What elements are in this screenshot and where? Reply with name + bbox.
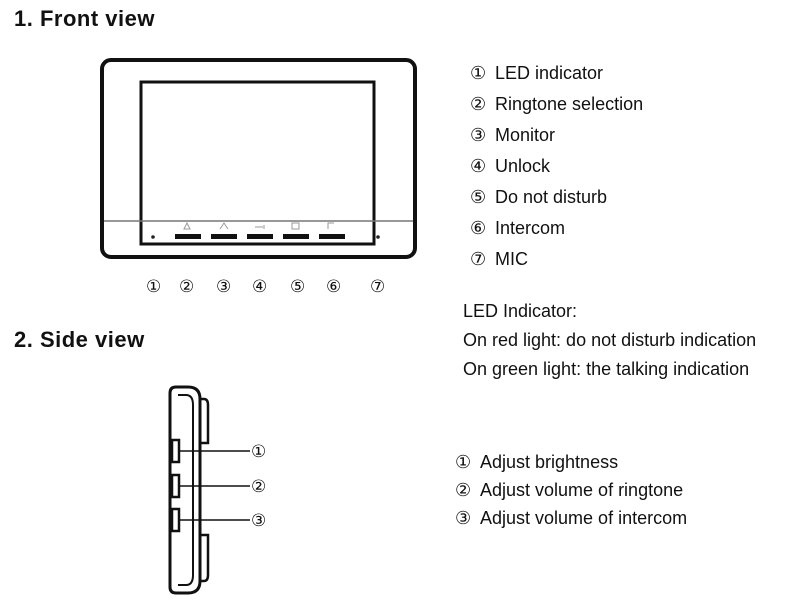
- mic-dot: [376, 235, 380, 239]
- side-view-diagram: ① ② ③: [168, 385, 266, 595]
- led-indicator-note: LED Indicator: On red light: do not dist…: [463, 299, 756, 386]
- led-note-red: On red light: do not disturb indication: [463, 330, 757, 350]
- front-callout-4: ④: [252, 277, 267, 297]
- led-note-green: On green light: the talking indication: [463, 359, 750, 379]
- side-leader-lines: [179, 450, 250, 521]
- side-callout-1: ①: [251, 442, 266, 462]
- ringtone-button: [175, 234, 201, 239]
- side-buttons: [170, 438, 181, 533]
- front-view-heading: 1. Front view: [14, 6, 155, 31]
- device-side-inner: [178, 394, 194, 586]
- front-callout-5: ⑤: [290, 277, 305, 297]
- bracket-top: [200, 397, 210, 445]
- side-callout-3: ③: [251, 511, 266, 531]
- do-not-disturb-button: [283, 234, 309, 239]
- button-icons: [183, 221, 334, 230]
- ringtone-volume-button: [170, 473, 181, 499]
- front-callouts: ① ② ③ ④ ⑤ ⑥ ⑦: [146, 277, 385, 297]
- front-callout-3: ③: [216, 277, 231, 297]
- moon-icon: [291, 222, 300, 230]
- key-icon: [255, 225, 265, 229]
- phone-icon: [327, 222, 334, 229]
- brightness-button: [170, 438, 181, 464]
- intercom-volume-button: [170, 507, 181, 533]
- bracket-bottom: [200, 533, 210, 583]
- bell-icon: [183, 221, 191, 230]
- front-buttons: [175, 234, 345, 239]
- front-callout-2: ②: [179, 277, 194, 297]
- front-callout-7: ⑦: [370, 277, 385, 297]
- led-note-title: LED Indicator:: [463, 301, 578, 321]
- monitor-icon: [219, 222, 229, 230]
- side-callouts: ① ② ③: [251, 442, 266, 531]
- device-screen: [139, 80, 376, 246]
- unlock-button: [247, 234, 273, 239]
- monitor-button: [211, 234, 237, 239]
- led-dot: [151, 235, 155, 239]
- side-callout-2: ②: [251, 477, 266, 497]
- front-view-diagram: ① ② ③ ④ ⑤ ⑥ ⑦: [100, 58, 417, 297]
- intercom-button: [319, 234, 345, 239]
- front-callout-1: ①: [146, 277, 161, 297]
- front-callout-6: ⑥: [326, 277, 341, 297]
- side-view-heading: 2. Side view: [14, 327, 145, 352]
